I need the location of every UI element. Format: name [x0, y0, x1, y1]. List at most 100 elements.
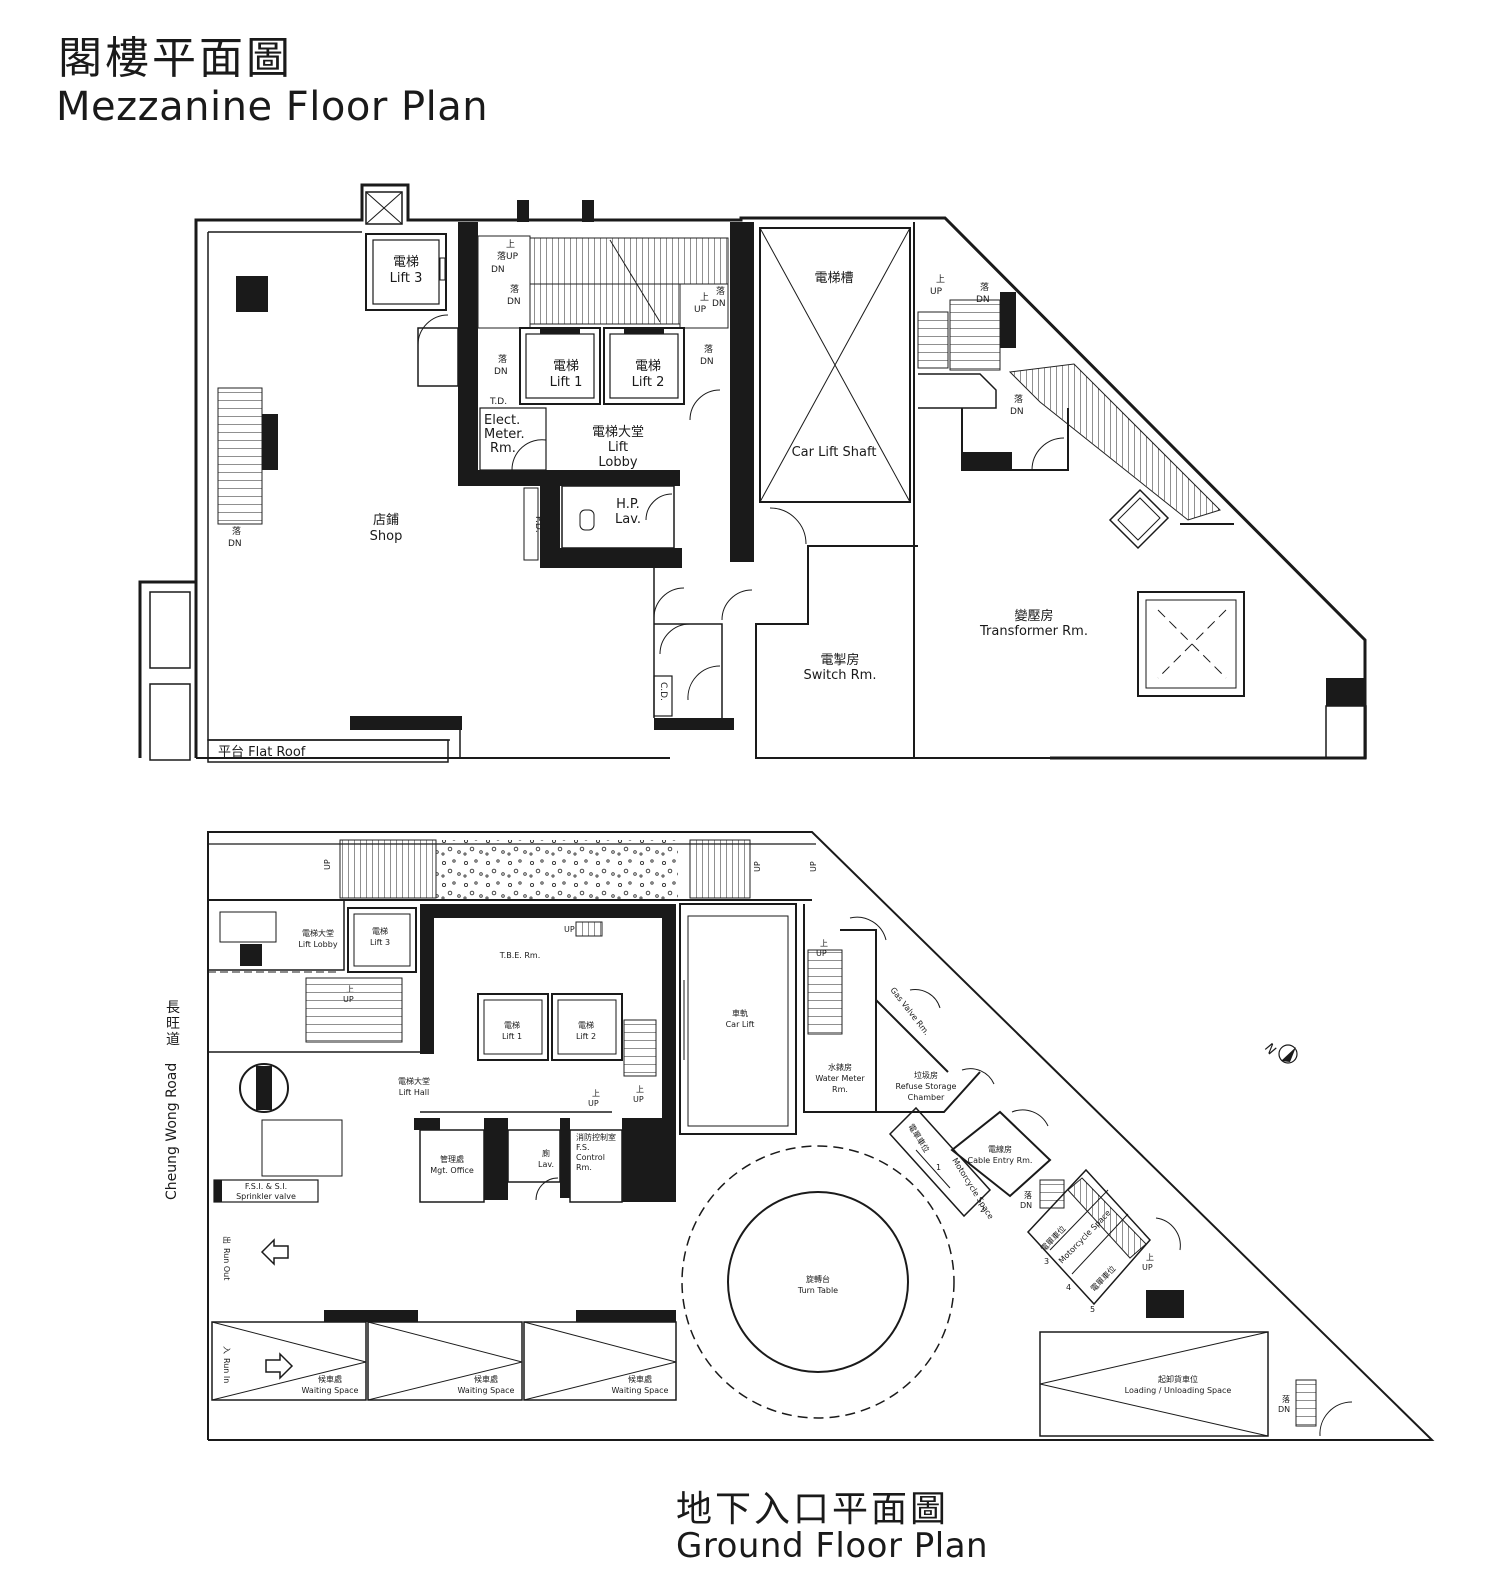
mezz-hp-label-1: H.P.: [616, 497, 640, 512]
mezz-car-lift-shaft-label: Car Lift Shaft: [792, 445, 877, 460]
ground-lift-2: [551, 993, 623, 1061]
ground-turn-zh: 旋轉台: [806, 1274, 830, 1284]
ground-moto-zh: 電單車位: [1038, 1223, 1067, 1253]
mezz-lift1-label-zh: 電梯: [553, 359, 579, 374]
mezz-elect-label-1: Elect.: [484, 413, 520, 428]
ground-waiting-en-3: Waiting Space: [612, 1386, 669, 1395]
ground-road-name-en: Cheung Wong Road: [164, 1063, 180, 1200]
ground-up-en: UP: [343, 995, 354, 1004]
ground-plan: UP UP UP 電梯大堂 Lift Lobby 電梯 Lift 3 上 UP …: [164, 831, 1435, 1441]
ground-up-label: UP: [323, 859, 332, 870]
ground-lift-hall-en: Lift Hall: [399, 1088, 429, 1097]
ground-dn-zh: 落: [1282, 1394, 1290, 1404]
mezz-car-lift-shaft: [759, 227, 911, 503]
mezz-up-zh: 上: [700, 292, 709, 303]
ground-lift1-en: Lift 1: [502, 1032, 522, 1041]
mezz-elect-label-3: Rm.: [490, 441, 516, 456]
mezz-lift2-label-zh: 電梯: [635, 359, 661, 374]
ground-dn-zh: 落: [1024, 1190, 1032, 1200]
ground-waiting-spaces: [211, 1321, 677, 1401]
ground-waiting-zh-3: 候車處: [628, 1374, 652, 1384]
ground-moto-zh: 電單車位: [1088, 1263, 1117, 1293]
ground-gravel-planter: [436, 840, 678, 902]
ground-waiting-zh-2: 候車處: [474, 1374, 498, 1384]
mezz-car-lift-pit-label: 電梯槽: [814, 271, 853, 286]
ground-outer-walls: [207, 831, 1435, 1441]
ground-moto-no-3: 3: [1044, 1257, 1049, 1266]
ground-run-out-en: Run Out: [222, 1248, 231, 1280]
ground-up-zh: 上: [820, 939, 828, 948]
ground-lift2-zh: 電梯: [578, 1020, 594, 1030]
mezz-dn-zh: 落: [716, 285, 725, 297]
ground-waiting-en-1: Waiting Space: [302, 1386, 359, 1395]
mezz-dn-en: DN: [507, 297, 521, 307]
ground-gas-label: Gas Valve Rm.: [888, 986, 931, 1037]
ground-up-en: UP: [633, 1095, 644, 1104]
ground-water-en-2: Rm.: [832, 1085, 848, 1094]
ground-lift3-zh: 電梯: [372, 926, 388, 936]
ground-north-label: N: [1261, 1041, 1279, 1058]
north-arrow-icon: [1278, 1044, 1298, 1064]
ground-up-en: UP: [816, 949, 827, 958]
ground-moto-no-4: 4: [1066, 1283, 1071, 1292]
ground-refuse-en-1: Refuse Storage: [896, 1082, 957, 1091]
ground-moto-no-1: 1: [936, 1163, 941, 1172]
ground-loading-space: [1039, 1331, 1269, 1437]
ground-moto-zh: 電單車位: [906, 1122, 931, 1154]
ground-lift-hall-zh: 電梯大堂: [398, 1076, 430, 1086]
mezz-dnup-zh: 落UP: [497, 250, 519, 262]
mezz-dn-en: DN: [700, 357, 714, 367]
mezz-lift-lobby-en-1: Lift: [608, 440, 628, 455]
mezz-dn-en: DN: [494, 367, 508, 377]
mezz-hp-label-2: Lav.: [615, 512, 641, 527]
ground-up-zh: 上: [636, 1085, 644, 1094]
mezz-dn-en: DN: [976, 295, 990, 305]
mezz-td-label: T.D.: [489, 397, 507, 407]
ground-run-in-arrow: [265, 1352, 294, 1380]
mezzanine-outer-walls: [138, 183, 1367, 763]
mezz-lift3-label-en: Lift 3: [390, 271, 423, 286]
ground-up-en: UP: [588, 1099, 599, 1108]
mezzanine-title-en: Mezzanine Floor Plan: [56, 84, 489, 130]
ground-mgt-en: Mgt. Office: [430, 1166, 474, 1175]
mezz-dn-zh: 落: [1014, 393, 1023, 405]
mezz-lift-3: [365, 233, 447, 311]
mezz-shop-label-zh: 店鋪: [373, 512, 399, 528]
ground-up-label: UP: [809, 861, 818, 872]
ground-fsi-label-2: Sprinkler valve: [236, 1192, 296, 1201]
ground-lift-3: [347, 907, 417, 973]
mezz-dn-zh: 落: [498, 353, 507, 365]
ground-dn-en: DN: [1278, 1405, 1290, 1414]
mezzanine-title-zh: 閣樓平面圖: [58, 33, 293, 84]
ground-tbe-label: T.B.E. Rm.: [499, 951, 541, 960]
mezz-up-zh: 上: [936, 274, 945, 285]
mezz-column: [517, 200, 529, 222]
mezz-up-zh: 上: [506, 239, 515, 250]
mezz-beam: [350, 716, 462, 730]
ground-run-in-en: Run In: [222, 1358, 231, 1383]
ground-lift-1: [477, 993, 549, 1061]
mezz-dn-en: DN: [228, 539, 242, 549]
mezz-transformer-unit: [1137, 591, 1245, 697]
ground-mgt-zh: 管理處: [440, 1154, 464, 1164]
ground-core-walls: [414, 904, 676, 1202]
mezz-lift2-label-en: Lift 2: [632, 375, 665, 390]
ground-turn-table-swept: [681, 1145, 955, 1419]
mezz-dn-en: DN: [491, 265, 505, 275]
ground-up-zh: 上: [346, 985, 354, 994]
mezz-diagonal-stair: [1008, 363, 1221, 521]
ground-run-out-arrow: [260, 1238, 289, 1266]
mezz-switch-label-zh: 電掣房: [820, 652, 859, 668]
ground-lift1-zh: 電梯: [504, 1020, 520, 1030]
ground-waiting-zh-1: 候車處: [318, 1374, 342, 1384]
mezz-lift-lobby-en-2: Lobby: [598, 455, 637, 470]
mezz-dn-zh: 落: [704, 343, 713, 355]
mezz-column: [236, 276, 268, 312]
mezz-up-en: UP: [930, 287, 943, 297]
ground-up-en: UP: [564, 925, 575, 934]
ground-fs-zh: 消防控制室: [576, 1132, 616, 1142]
mezz-dn-en: DN: [712, 299, 726, 309]
ground-lift-lobby-en: Lift Lobby: [298, 940, 337, 949]
ground-run-in-zh: 入: [222, 1346, 231, 1354]
mezz-flat-roof-label: 平台 Flat Roof: [218, 745, 306, 760]
